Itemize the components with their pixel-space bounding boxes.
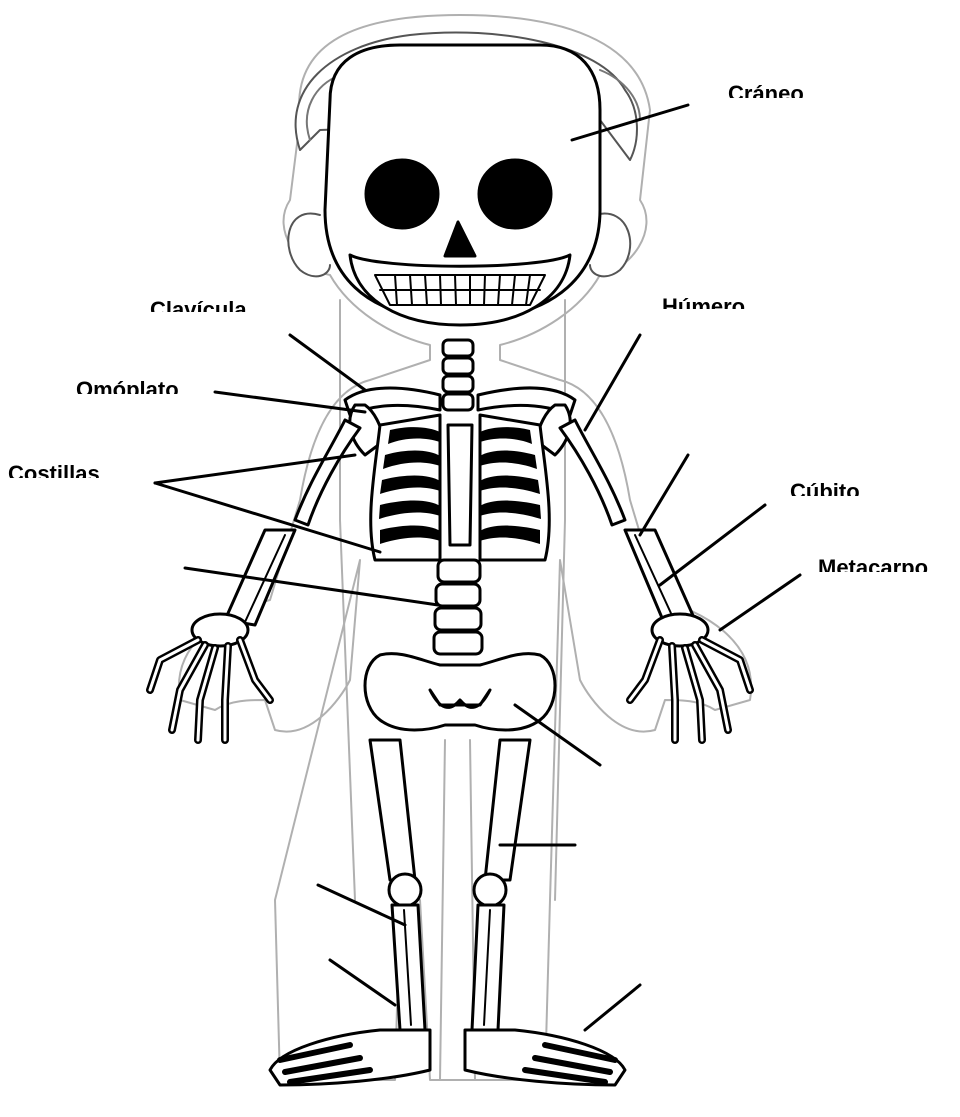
right-femur — [485, 740, 530, 880]
leader-clavicula — [290, 335, 365, 390]
leader-metacarpo — [720, 575, 800, 630]
right-hand — [630, 614, 750, 740]
leader-humero — [585, 335, 640, 430]
left-hand — [150, 614, 270, 740]
leader-tibia — [330, 960, 395, 1005]
neck-vertebrae — [443, 340, 473, 410]
right-forearm — [625, 530, 695, 625]
right-humerus — [560, 420, 625, 525]
label-costillas: Costillas — [8, 462, 100, 478]
leader-tarso — [585, 985, 640, 1030]
label-humero: Húmero — [662, 295, 745, 309]
label-clavicula: Clavícula — [150, 298, 247, 312]
sternum — [448, 425, 472, 545]
label-craneo: Cráneo — [728, 82, 804, 98]
leader-radio — [640, 455, 688, 535]
left-foot — [270, 1030, 430, 1085]
right-patella — [474, 874, 506, 906]
label-metacarpo: Metacarpo — [818, 556, 928, 572]
leader-cubito — [660, 505, 765, 585]
label-cubito: Cúbito — [790, 480, 860, 496]
pelvis — [365, 654, 555, 730]
left-ear — [288, 214, 330, 277]
left-eye-socket — [366, 160, 438, 228]
label-omoplato: Omóplato — [76, 378, 179, 394]
right-eye-socket — [479, 160, 551, 228]
leader-columna — [185, 568, 438, 605]
left-femur — [370, 740, 415, 880]
lumbar-vertebrae — [434, 560, 482, 654]
left-patella — [389, 874, 421, 906]
right-foot — [465, 1030, 625, 1085]
